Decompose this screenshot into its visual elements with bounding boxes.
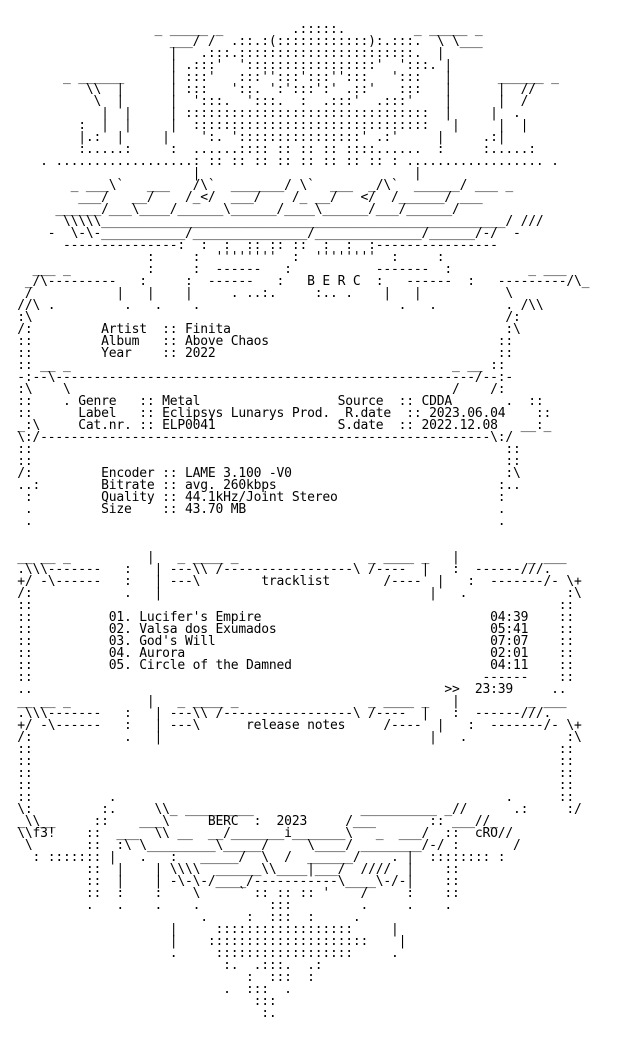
nfo-line: __ __ _ | _ ____ _ _ ____ _ | _ ___	[2, 694, 567, 709]
nfo-line: :. .:::. .:	[2, 958, 323, 973]
nfo-line: | ::::::::::::::::::::: |	[2, 934, 407, 949]
nfo-line: | .:::.:::::::::::::::::::::::. |	[2, 46, 445, 61]
nfo-line: +/ -\------ : | ---\ tracklist /---- | :…	[2, 574, 582, 589]
nfo-line: /: Encoder :: LAME 3.100 -V0 :\	[2, 466, 521, 481]
nfo-line: :: : : \ ` :: :: :: ' / : ::	[2, 886, 460, 901]
nfo-line: +/ -\------ : | ---\ release notes /----…	[2, 718, 582, 733]
nfo-line: :: 01. Lucifer's Empire 04:39 ::	[2, 610, 574, 625]
nfo-line: :: __ _ _ __ ::	[2, 358, 506, 373]
nfo-line: . ..................: :: :: :: :: :: :: …	[2, 154, 559, 169]
nfo-line: __ __ _ | _ ____ _ _ ____ _ | _ ___	[2, 550, 567, 565]
nfo-line: | .:::' ':::::::::::::::::' ':::. |	[2, 58, 452, 73]
nfo-line: ___/ __/ /_</ ___/ /_ __/ </ /______/ __…	[2, 190, 483, 205]
nfo-line: :: ::	[2, 442, 521, 457]
nfo-line: :: 03. God's Will 07:07 ::	[2, 634, 574, 649]
nfo-line: ______/___\____/______\______/____\_____…	[2, 202, 460, 217]
nfo-line: _ _____ _ .:::::. _ _____ _	[2, 22, 483, 37]
nfo-line: _ ___\` ___ /\` _______/ \` ___ _/\` ___…	[2, 178, 514, 193]
nfo-line: :: ::	[2, 454, 521, 469]
nfo-line: :: 02. Valsa dos Exumados 05:41 ::	[2, 622, 574, 637]
nfo-line: :: Album :: Above Chaos ::	[2, 334, 513, 349]
nfo-line: : : '''''''' : '''''''' : :	[2, 250, 445, 265]
nfo-line: \\\\\___________________________________…	[2, 214, 544, 229]
nfo-line: : ::: :	[2, 970, 315, 985]
nfo-line: :: 05. Circle of the Damned 04:11 ::	[2, 658, 574, 673]
nfo-line: _\\__ :: ___\ BERC : 2023 /___ :: ___//_	[2, 814, 498, 829]
nfo-line: :: . . ::	[2, 790, 574, 805]
nfo-line: : | | | ::::::::::::::::::::::::::::::: …	[2, 118, 529, 133]
nfo-line: ---------------: : : :: :: :: : : :-----…	[2, 238, 498, 253]
nfo-line: :: | | \\\\ ______\\____|___/ //// | ::	[2, 862, 460, 877]
nfo-line: : Quality :: 44.1kHz/Joint Stereo :	[2, 490, 506, 505]
nfo-line: . : ::: : .	[2, 910, 361, 925]
nfo-line: | |	[2, 166, 422, 181]
nfo-line	[2, 528, 589, 540]
nfo-line: :::	[2, 994, 277, 1009]
nfo-line: . .	[2, 514, 506, 529]
nfo-line: | | | :::::::::::::::::::::::::::::::: |…	[2, 106, 521, 121]
nfo-line: :: . Genre :: Metal Source :: CDDA . ::	[2, 394, 544, 409]
nfo-ascii-art: _ _____ _ .:::::. _ _____ _ ___/ / .::.:…	[2, 22, 590, 1021]
nfo-line: :.....: : ......:::: :: :: :: ::::......…	[2, 142, 536, 157]
nfo-line: ..: Bitrate :: avg. 260kbps :..	[2, 478, 521, 493]
nfo-line: ___/ / .::.:(::::::::::::):.:::. \ \___	[2, 34, 483, 49]
nfo-line: \:/-------------------------------------…	[2, 430, 513, 445]
nfo-line: | :::::::::::::::::: |	[2, 922, 399, 937]
nfo-line: //\ . . . . . . . /\\	[2, 298, 544, 313]
nfo-line: /: . | | . :\	[2, 730, 582, 745]
nfo-line: _:\ Cat.nr. :: ELP0041 S.date :: 2022.12…	[2, 418, 552, 433]
nfo-line: . :::::::::::::::::: .	[2, 946, 399, 961]
nfo-line: :: | | -\-\-/____/-----------\____\-/-| …	[2, 874, 460, 889]
nfo-line: / | | | . ..:. :.. . | | \	[2, 286, 513, 301]
nfo-line: \\f3! :: ___ \\ __ __/_______i_______\ _…	[2, 826, 513, 841]
nfo-line: :: ::	[2, 742, 574, 757]
nfo-line: :: ::	[2, 598, 574, 613]
nfo-line: :: Label :: Eclipsys Lunarys Prod. R.dat…	[2, 406, 552, 421]
nfo-line: - \-\-___________/_______________/______…	[2, 226, 521, 241]
nfo-line: . Size :: 43.70 MB .	[2, 502, 506, 517]
nfo-line: \ | | ':::. ':::. : .:::' .:::' | | /	[2, 94, 529, 109]
nfo-line: :: ------ ::	[2, 670, 574, 685]
nfo-line: :\ \ / /:	[2, 382, 506, 397]
nfo-line: ___ _ : : ------ : ------- : _ ___	[2, 262, 567, 277]
nfo-line: :\ /:	[2, 310, 521, 325]
nfo-line: /: Artist :: Finita :\	[2, 322, 521, 337]
nfo-line: : ::::::: | . : _____/ \ / ______/ . | :…	[2, 850, 506, 865]
nfo-line: :: ::	[2, 778, 574, 793]
nfo-line: \: :. \\_ _________ __________ _// .: :/	[2, 802, 582, 817]
nfo-line: . ::: .	[2, 982, 292, 997]
nfo-line: :.	[2, 1006, 277, 1021]
nfo-line: . . . . ::: . . .	[2, 898, 452, 913]
nfo-line: :: 04. Aurora 02:01 ::	[2, 646, 574, 661]
nfo-line: :: ::	[2, 766, 574, 781]
nfo-line: .. >> 23:39 ..	[2, 682, 567, 697]
nfo-line: :: Year :: 2022 ::	[2, 346, 513, 361]
nfo-line: .\\\------- : | ---\\ /-----------------…	[2, 706, 552, 721]
nfo-line: .\\\------- : | ---\\ /-----------------…	[2, 562, 552, 577]
nfo-line: \ :: :\ \_________\_____/ \____/ _______…	[2, 838, 521, 853]
nfo-line: \\ | | ::: '::. ':':::':' .::' ::: | | /…	[2, 82, 536, 97]
nfo-line: :: ::	[2, 754, 574, 769]
nfo-line: _/\--------- : : ------ : B E R C : ----…	[2, 274, 590, 289]
nfo-line: /: . | | . :\	[2, 586, 582, 601]
nfo-line: _ ______ | :::' :::'':::':::''::: '::: |…	[2, 70, 559, 85]
nfo-line: |.: | | ':. '::::::::::::::::' .:' | .:|	[2, 130, 506, 145]
nfo-line: -:--\-----------------------------------…	[2, 370, 513, 385]
